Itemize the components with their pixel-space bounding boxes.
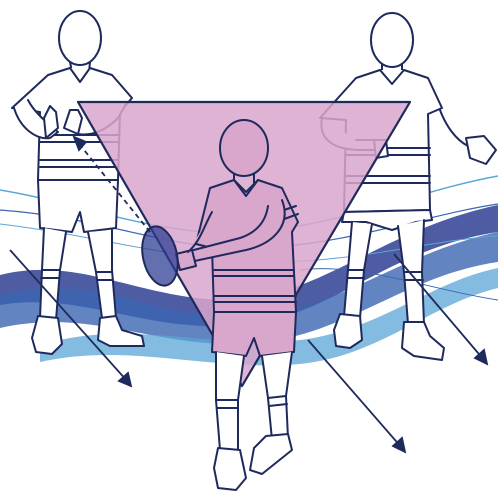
right-player-hand-right (466, 136, 496, 164)
center-player-hand (176, 250, 196, 270)
center-player-head (220, 120, 268, 176)
right-player-boot-left (334, 314, 362, 348)
right-player-boot-right (402, 322, 444, 360)
left-player-head (59, 11, 101, 65)
left-player-shorts (38, 180, 118, 232)
arrow-icon (308, 340, 405, 452)
left-player-boot-left (32, 316, 62, 354)
center-player-boot-left (214, 448, 246, 490)
center-player-leg-left (216, 352, 244, 452)
right-player-head (371, 13, 413, 67)
center-player-boot-right (250, 434, 292, 474)
